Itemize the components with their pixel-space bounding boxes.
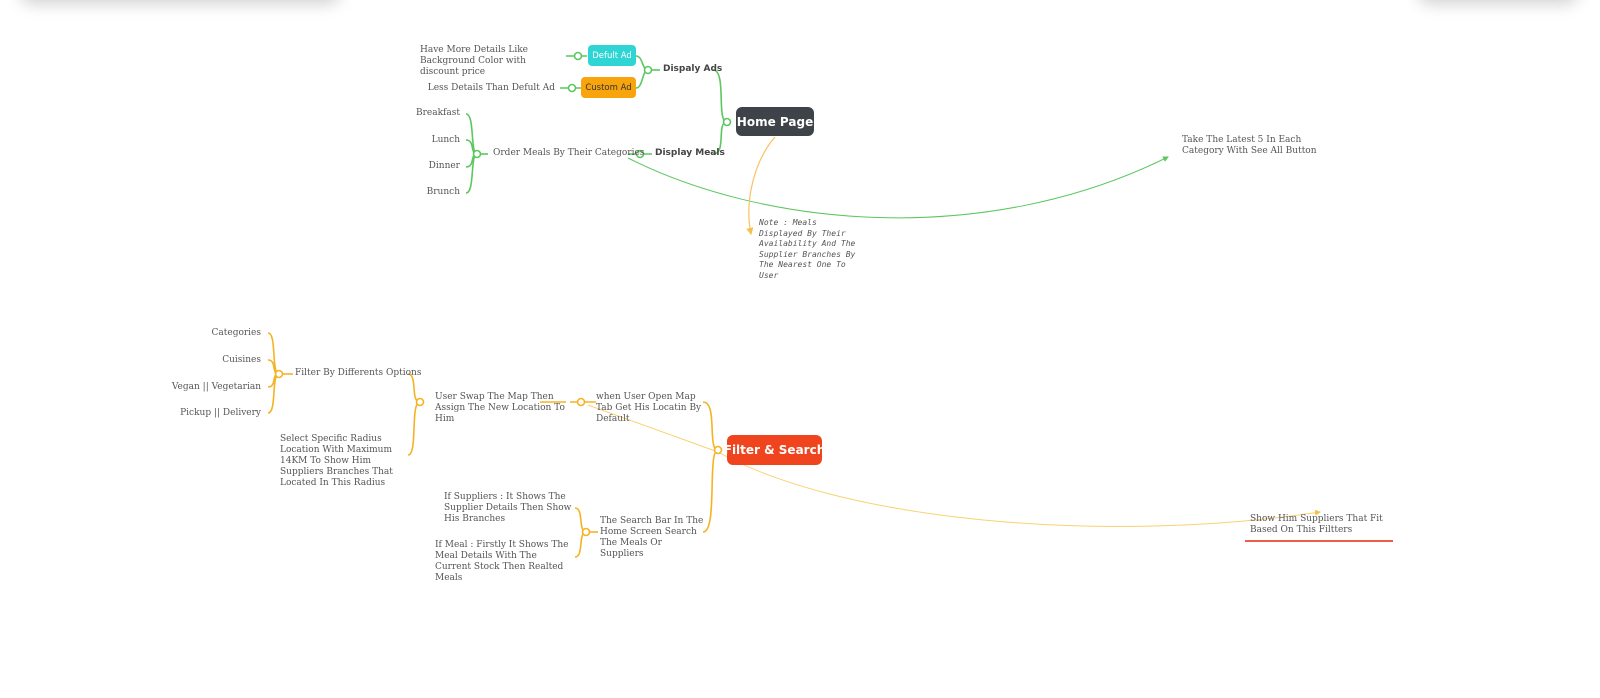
branch-display-ads[interactable]: Dispaly Ads — [663, 64, 723, 74]
if-suppliers-note: If Suppliers : It Shows The Supplier Det… — [444, 492, 572, 524]
option-categories: Categories — [211, 328, 262, 338]
meal-category-lunch: Lunch — [431, 135, 460, 145]
home-connectors — [465, 55, 1169, 219]
custom-ad-node — [567, 83, 577, 93]
root-left-node — [722, 117, 732, 127]
latest-five-note: Take The Latest 5 In Each Category With … — [1182, 135, 1317, 156]
filter-search-root[interactable]: Filter & Search — [724, 435, 825, 465]
meals-to-breakfast — [465, 113, 478, 155]
default-ad-note: Have More Details Like Background Color … — [420, 45, 529, 77]
custom-ad-note: Less Details Than Defult Ad — [427, 83, 555, 93]
radius-selection: Select Specific Radius Location With Max… — [280, 434, 393, 488]
swap-node — [415, 397, 425, 407]
meals-topic: Order Meals By Their Categories — [493, 148, 645, 158]
suppliers-fit-filters: Show Him Suppliers That Fit Based On Thi… — [1250, 514, 1383, 535]
root-left-node-filter — [713, 445, 723, 455]
meals-to-brunch — [465, 153, 478, 194]
option-vegan: Vegan || Vegetarian — [171, 382, 261, 392]
meals-node — [635, 149, 645, 159]
swap-map-assign: User Swap The Map Then Assign The New Lo… — [435, 392, 565, 424]
home-page-root[interactable]: Home Page — [736, 107, 814, 136]
option-cuisines: Cuisines — [222, 355, 261, 365]
meal-category-dinner: Dinner — [428, 161, 460, 171]
meals-availability-note: Note : Meals Displayed By Their Availabi… — [759, 218, 856, 280]
custom-ad-pill[interactable]: Custom Ad — [581, 77, 636, 98]
root-to-ads-link — [712, 69, 728, 123]
meal-category-brunch: Brunch — [426, 187, 460, 197]
map-tab-default: when User Open Map Tab Get His Locatin B… — [596, 392, 702, 424]
if-meal-note: If Meal : Firstly It Shows The Meal Deta… — [435, 540, 569, 583]
filter-options-node — [274, 369, 284, 379]
default-ad-pill[interactable]: Defult Ad — [588, 45, 636, 66]
note-connector — [746, 136, 776, 236]
search-node — [581, 527, 591, 537]
root-to-search-link — [702, 449, 719, 533]
meals-to-latest-arrow — [627, 156, 1169, 219]
default-ad-node — [573, 51, 583, 61]
filter-nodes — [274, 369, 723, 537]
home-nodes — [472, 51, 732, 159]
filter-by-options: Filter By Differents Options — [295, 368, 422, 378]
meals-topic-node — [472, 149, 482, 159]
search-bar-note: The Search Bar In The Home Screen Search… — [600, 516, 704, 559]
ads-node — [643, 65, 653, 75]
meal-category-breakfast: Breakfast — [416, 108, 460, 118]
map-to-fit-arrow — [587, 404, 1321, 527]
map-tab-node — [576, 397, 586, 407]
branch-display-meals[interactable]: Display Meals — [655, 148, 725, 158]
option-pickup: Pickup || Delivery — [180, 408, 261, 418]
swap-to-radius-link — [407, 401, 421, 456]
